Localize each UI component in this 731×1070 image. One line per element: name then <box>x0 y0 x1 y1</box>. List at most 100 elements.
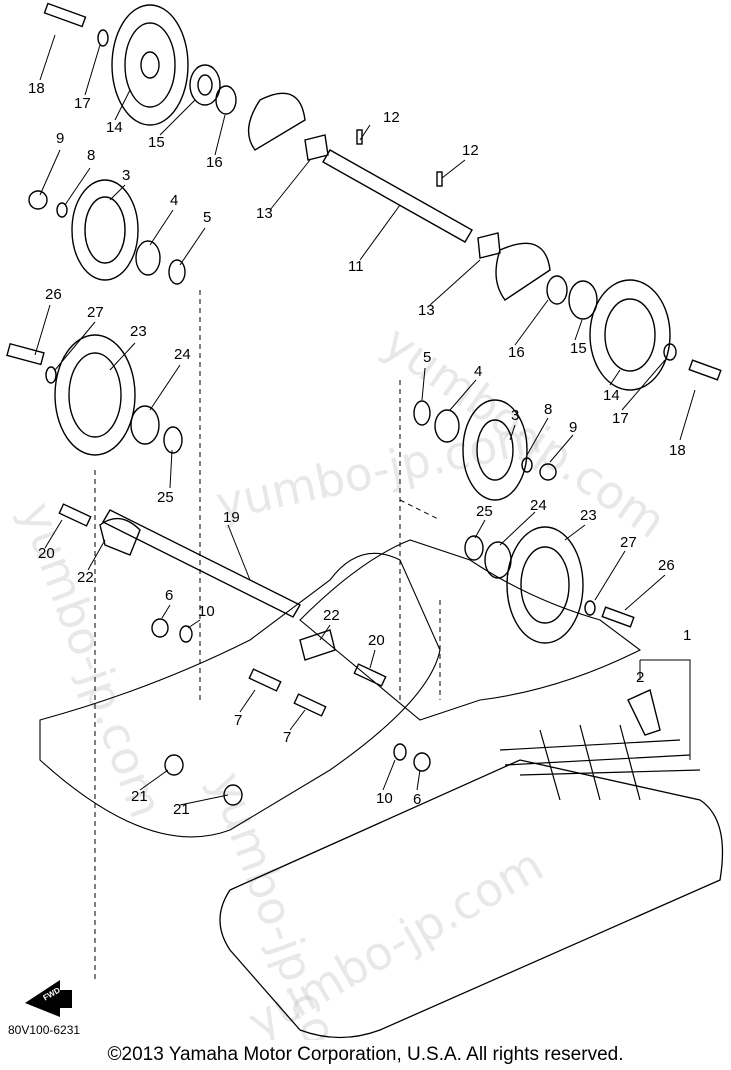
callout-labels: 1 2 3 3 4 4 5 5 6 6 7 7 8 8 9 9 10 10 11… <box>28 80 691 818</box>
callout-10: 10 <box>198 603 215 620</box>
washer-27-right <box>584 600 596 616</box>
leader-1 <box>639 659 691 760</box>
callout-26: 26 <box>658 557 675 574</box>
collar-13-b <box>477 232 501 259</box>
circlip-25-right <box>464 535 484 561</box>
bearing-4-right <box>434 409 460 443</box>
callout-17: 17 <box>74 95 91 112</box>
bracket-right <box>495 242 551 301</box>
callout-14: 14 <box>106 119 123 136</box>
callout-20: 20 <box>38 545 55 562</box>
washer-8-right <box>521 457 533 473</box>
callout-23: 23 <box>130 323 147 340</box>
callout-15: 15 <box>570 340 587 357</box>
washer-17-right <box>663 343 677 361</box>
collar-10-left <box>179 625 193 643</box>
bolt-7-b <box>293 693 327 717</box>
callout-12: 12 <box>462 142 479 159</box>
slider-21-a <box>164 754 184 776</box>
wheel-14-left <box>111 4 189 126</box>
callout-1: 1 <box>683 627 691 644</box>
part-code: 80V100-6231 <box>8 1023 80 1037</box>
callout-8: 8 <box>544 401 552 418</box>
callout-26: 26 <box>45 286 62 303</box>
callout-10: 10 <box>376 790 393 807</box>
callout-15: 15 <box>148 134 165 151</box>
wheel-3-left <box>71 179 139 281</box>
plate-22-right <box>299 629 336 661</box>
circlip-5-left <box>168 259 186 285</box>
callout-27: 27 <box>620 534 637 551</box>
callout-21: 21 <box>173 801 190 818</box>
shaft-11 <box>322 149 473 243</box>
callout-7: 7 <box>234 712 242 729</box>
callout-5: 5 <box>423 349 431 366</box>
bearing-15-right <box>568 280 598 320</box>
left-rail <box>39 552 441 838</box>
track-lugs <box>499 724 701 801</box>
bolt-20-left <box>58 503 92 527</box>
copyright-notice: ©2013 Yamaha Motor Corporation, U.S.A. A… <box>107 1044 624 1065</box>
slider-21-b <box>223 784 243 806</box>
callout-2: 2 <box>636 669 644 686</box>
bolt-18-left <box>43 2 87 28</box>
callout-4: 4 <box>474 363 482 380</box>
callout-8: 8 <box>87 147 95 164</box>
callout-16: 16 <box>508 344 525 361</box>
callout-7: 7 <box>283 729 291 746</box>
bracket-left <box>247 92 306 151</box>
circlip-5-right <box>413 400 431 426</box>
callout-25: 25 <box>476 503 493 520</box>
circlip-16-left <box>215 85 237 115</box>
right-rail <box>299 539 642 721</box>
circlip-16-right <box>546 275 568 305</box>
collar-13-a <box>304 134 329 161</box>
nut-9-right <box>539 463 557 481</box>
nut-9-left <box>28 190 48 210</box>
bearing-24-right <box>484 541 512 579</box>
plate-22-left <box>99 517 141 556</box>
key-12-a <box>356 129 363 145</box>
forward-arrow-icon: FWD <box>25 980 72 1017</box>
callout-19: 19 <box>223 509 240 526</box>
leader-lines <box>34 34 696 806</box>
callout-20: 20 <box>368 632 385 649</box>
callout-3: 3 <box>122 167 130 184</box>
wheel-23-left <box>54 334 136 456</box>
callout-5: 5 <box>203 209 211 226</box>
callout-9: 9 <box>56 130 64 147</box>
wheel-23-right <box>506 526 584 644</box>
bearing-24-left <box>130 405 160 445</box>
shaft-19 <box>102 509 301 618</box>
bolt-26-left <box>6 342 45 366</box>
circlip-25-left <box>163 426 183 454</box>
callout-11: 11 <box>348 258 364 275</box>
spacer-6-right <box>413 752 431 772</box>
bearing-4-left <box>135 240 161 276</box>
bolt-7-a <box>248 668 282 692</box>
callout-27: 27 <box>87 304 104 321</box>
callout-13: 13 <box>418 302 435 319</box>
callout-9: 9 <box>569 419 577 436</box>
bearing-15-left <box>189 64 221 106</box>
parts-diagram: yumbo-jp.com yumbo-jp.com yumbo-jp.com y… <box>6 2 724 1040</box>
callout-18: 18 <box>28 80 45 97</box>
callout-4: 4 <box>170 192 178 209</box>
wheel-3-right <box>462 399 528 501</box>
callout-13: 13 <box>256 205 273 222</box>
washer-27-left <box>45 366 57 384</box>
callout-22: 22 <box>323 607 340 624</box>
callout-24: 24 <box>530 497 547 514</box>
clip-2 <box>627 689 661 736</box>
callout-6: 6 <box>413 791 421 808</box>
bolt-20-right <box>353 663 387 687</box>
spacer-6-left <box>151 618 169 638</box>
collar-10-right <box>393 743 407 761</box>
callout-21: 21 <box>131 788 148 805</box>
callout-23: 23 <box>580 507 597 524</box>
washer-17-left <box>97 29 109 47</box>
callout-18: 18 <box>669 442 686 459</box>
callout-17: 17 <box>612 410 629 427</box>
key-12-b <box>436 171 443 187</box>
track-belt <box>219 759 724 1039</box>
